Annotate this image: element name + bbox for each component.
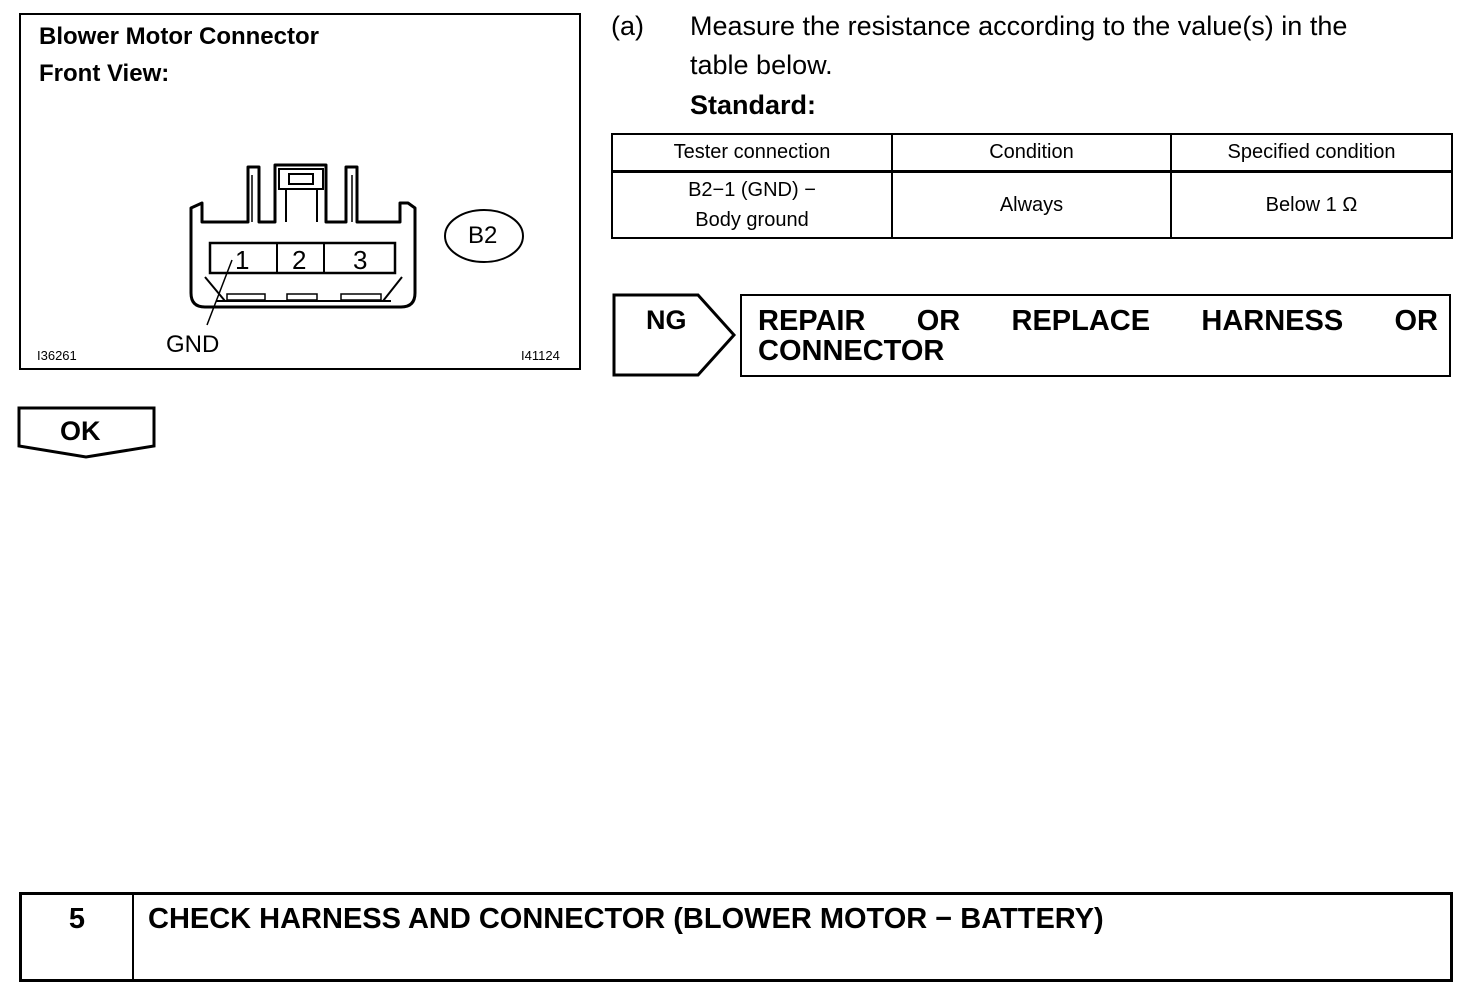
ok-label: OK: [60, 416, 101, 446]
repair-action-line2: CONNECTOR: [758, 335, 945, 367]
pin-label-2: 2: [292, 245, 307, 275]
connector-id-label: B2: [468, 222, 498, 249]
cell-condition: Always: [891, 170, 1172, 239]
repair-word: HARNESS: [1201, 305, 1344, 337]
ok-arrow-shape: [17, 406, 156, 459]
instruction-line2: table below.: [690, 50, 833, 80]
cell-specified-condition: Below 1 Ω: [1170, 170, 1453, 239]
tester-connection-line2: Body ground: [695, 209, 809, 231]
ng-arrow-shape: [612, 293, 737, 377]
spec-table: Tester connection Condition Specified co…: [611, 133, 1453, 239]
repair-word: REPLACE: [1011, 305, 1151, 337]
figure-subtitle: Front View:: [39, 60, 170, 87]
repair-word: REPAIR: [758, 305, 866, 337]
gnd-label: GND: [166, 331, 220, 358]
instruction-line1: Measure the resistance according to the …: [690, 11, 1348, 41]
header-specified-condition: Specified condition: [1170, 133, 1453, 173]
table-row: B2−1 (GND) − Body ground Always Below 1 …: [611, 170, 1453, 239]
figure-code-right: I41124: [521, 348, 560, 363]
connector-figure: Blower Motor Connector Front View: 1 2 3…: [19, 13, 581, 370]
step-marker: (a): [611, 11, 644, 41]
figure-title: Blower Motor Connector: [39, 23, 319, 50]
header-tester-connection: Tester connection: [611, 133, 893, 173]
repair-action-line1: REPAIR OR REPLACE HARNESS OR: [758, 306, 1438, 336]
standard-label: Standard:: [690, 90, 817, 120]
repair-action-box: REPAIR OR REPLACE HARNESS OR CONNECTOR: [740, 294, 1451, 377]
table-header-row: Tester connection Condition Specified co…: [611, 133, 1453, 173]
step-title: CHECK HARNESS AND CONNECTOR (BLOWER MOTO…: [148, 903, 1104, 935]
header-condition: Condition: [891, 133, 1172, 173]
repair-word: OR: [916, 305, 961, 337]
ng-label: NG: [646, 305, 687, 335]
pin-label-1: 1: [235, 245, 250, 275]
cell-tester-connection: B2−1 (GND) − Body ground: [611, 170, 893, 239]
step-number: 5: [68, 903, 86, 935]
step-header-box: 5 CHECK HARNESS AND CONNECTOR (BLOWER MO…: [19, 892, 1453, 982]
connector-diagram: [189, 163, 524, 326]
tester-connection-line1: B2−1 (GND) −: [688, 179, 816, 201]
repair-word: OR: [1394, 305, 1439, 337]
figure-code-left: I36261: [37, 348, 77, 363]
step-divider: [132, 895, 134, 979]
pin-label-3: 3: [353, 245, 368, 275]
